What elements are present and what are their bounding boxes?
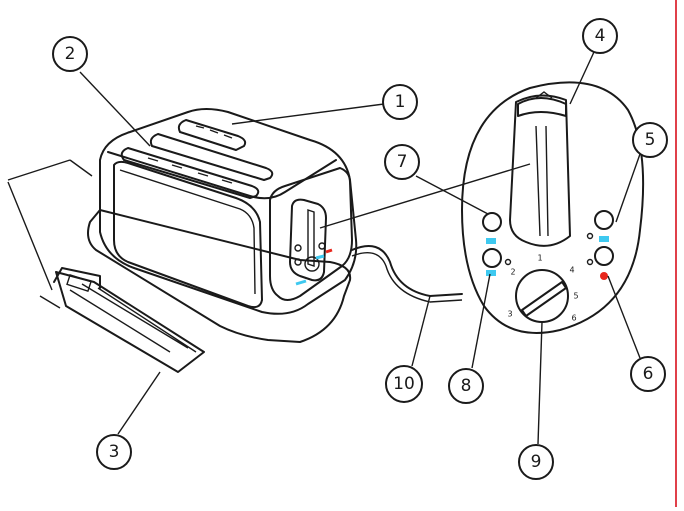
indicator-light-left-lower <box>486 270 496 276</box>
indicator-light-red <box>600 272 608 280</box>
indicator-light-left <box>486 238 496 244</box>
dial-number-5: 5 <box>573 292 578 301</box>
svg-text:1: 1 <box>395 92 406 112</box>
callout-3: 3 <box>96 434 132 470</box>
callout-9: 9 <box>518 444 554 480</box>
svg-text:8: 8 <box>461 376 472 396</box>
callout-5: 5 <box>632 122 668 158</box>
callout-10: 10 <box>385 365 423 403</box>
leader-lines <box>79 51 641 445</box>
callout-4: 4 <box>582 18 618 54</box>
svg-text:6: 6 <box>643 364 654 384</box>
svg-text:3: 3 <box>109 442 120 462</box>
svg-text:9: 9 <box>531 452 542 472</box>
right-upper-button <box>594 210 614 230</box>
svg-text:10: 10 <box>393 374 415 394</box>
svg-text:2: 2 <box>65 44 76 64</box>
toaster-body <box>87 108 358 343</box>
dial-number-6: 6 <box>571 314 576 323</box>
left-upper-button <box>482 212 502 232</box>
svg-text:4: 4 <box>595 26 606 46</box>
dial-number-4: 4 <box>569 266 574 275</box>
dial-number-3: 3 <box>507 310 512 319</box>
control-panel-front: 1 2 3 4 5 6 <box>461 81 645 334</box>
callout-1: 1 <box>382 84 418 120</box>
left-lower-button <box>482 248 502 268</box>
callout-2: 2 <box>52 36 88 72</box>
callout-8: 8 <box>448 368 484 404</box>
right-lower-button <box>594 246 614 266</box>
callout-6: 6 <box>630 356 666 392</box>
power-cord <box>351 245 463 303</box>
callout-7: 7 <box>384 144 420 180</box>
svg-text:7: 7 <box>397 152 408 172</box>
dial-number-1: 1 <box>537 254 542 263</box>
indicator-light-right <box>599 236 609 242</box>
svg-text:5: 5 <box>645 130 656 150</box>
crumb-tray <box>7 159 205 373</box>
dial-number-2: 2 <box>510 268 515 277</box>
